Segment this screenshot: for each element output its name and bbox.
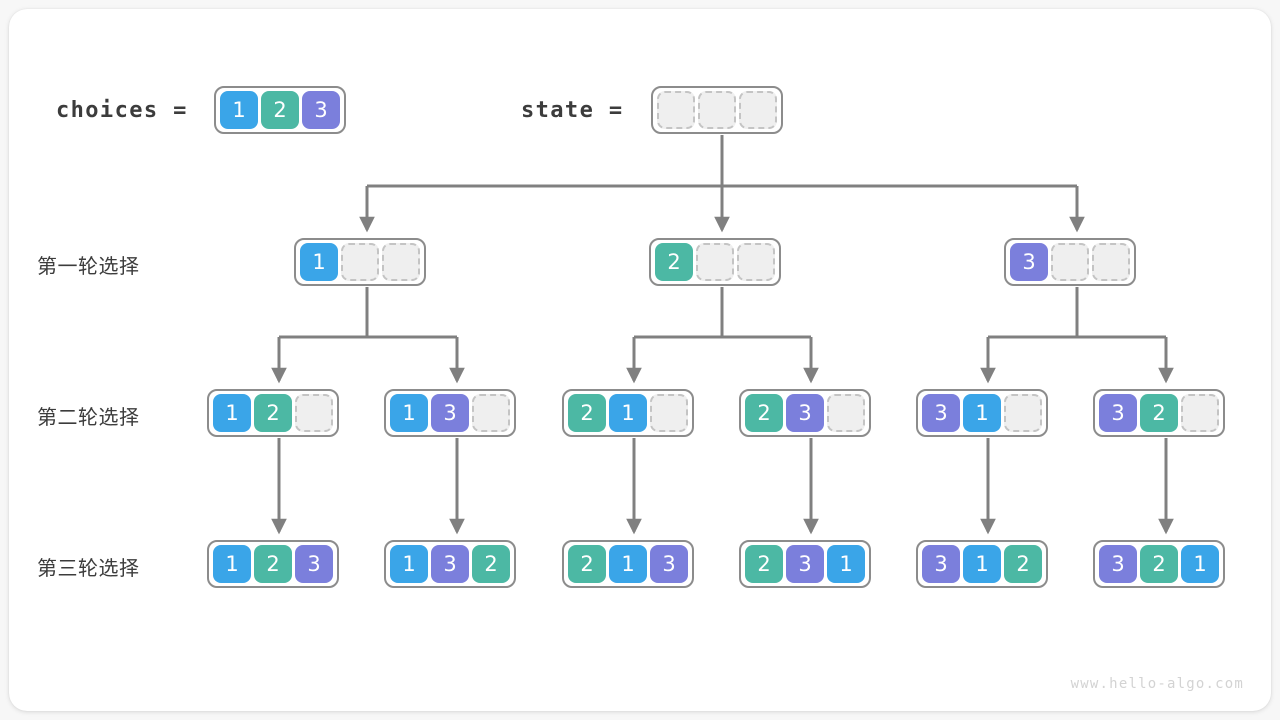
node-r3-5-cell-0: 3 <box>922 545 960 583</box>
node-r2-4-cell-0: 2 <box>745 394 783 432</box>
watermark: www.hello-algo.com <box>1070 676 1244 692</box>
node-r2-2-cell-0: 1 <box>390 394 428 432</box>
node-r2-3-cell-1: 1 <box>609 394 647 432</box>
node-r1-3-cell-1-empty <box>1051 243 1089 281</box>
choices-cell-0: 1 <box>220 91 258 129</box>
figure-card <box>9 9 1271 711</box>
node-r1-1-cell-2-empty <box>382 243 420 281</box>
node-r3-1-cell-1: 2 <box>254 545 292 583</box>
node-r3-4-cell-1: 3 <box>786 545 824 583</box>
choices-label: choices = <box>56 98 188 123</box>
node-r2-5-cell-2-empty <box>1004 394 1042 432</box>
state-label: state = <box>521 98 624 123</box>
row-title-round-2: 第二轮选择 <box>37 405 140 429</box>
node-r2-3-cell-2-empty <box>650 394 688 432</box>
node-r3-4-cell-2: 1 <box>827 545 865 583</box>
node-r2-6-cell-2-empty <box>1181 394 1219 432</box>
node-r2-3-cell-0: 2 <box>568 394 606 432</box>
node-r2-1-cell-1: 2 <box>254 394 292 432</box>
node-r1-2: 2 <box>649 238 781 286</box>
node-r2-4-cell-1: 3 <box>786 394 824 432</box>
node-r1-1-cell-1-empty <box>341 243 379 281</box>
row-title-round-1: 第一轮选择 <box>37 254 140 278</box>
node-r1-1-cell-0: 1 <box>300 243 338 281</box>
node-r3-3-cell-0: 2 <box>568 545 606 583</box>
node-r3-4-cell-0: 2 <box>745 545 783 583</box>
node-r3-1-cell-0: 1 <box>213 545 251 583</box>
node-r3-6-cell-1: 2 <box>1140 545 1178 583</box>
node-r3-3-cell-1: 1 <box>609 545 647 583</box>
state-cell-1-empty <box>698 91 736 129</box>
node-r3-2-cell-2: 2 <box>472 545 510 583</box>
node-r3-5-cell-2: 2 <box>1004 545 1042 583</box>
node-r2-6-cell-0: 3 <box>1099 394 1137 432</box>
choices-cell-1: 2 <box>261 91 299 129</box>
node-r3-1-cell-2: 3 <box>295 545 333 583</box>
node-r3-2-cell-0: 1 <box>390 545 428 583</box>
node-r1-3-cell-0: 3 <box>1010 243 1048 281</box>
node-r3-2-cell-1: 3 <box>431 545 469 583</box>
node-r3-5-cell-1: 1 <box>963 545 1001 583</box>
node-r2-6-cell-1: 2 <box>1140 394 1178 432</box>
node-r2-2-cell-2-empty <box>472 394 510 432</box>
node-r1-2-cell-1-empty <box>696 243 734 281</box>
node-r2-1-cell-2-empty <box>295 394 333 432</box>
state-cell-2-empty <box>739 91 777 129</box>
node-r2-1-cell-0: 1 <box>213 394 251 432</box>
node-r1-1: 1 <box>294 238 426 286</box>
node-r2-5-cell-0: 3 <box>922 394 960 432</box>
node-r2-5-cell-1: 1 <box>963 394 1001 432</box>
node-r3-3-cell-2: 3 <box>650 545 688 583</box>
node-r1-2-cell-0: 2 <box>655 243 693 281</box>
node-r1-3-cell-2-empty <box>1092 243 1130 281</box>
choices-cell-2: 3 <box>302 91 340 129</box>
node-r2-4-cell-2-empty <box>827 394 865 432</box>
row-title-round-3: 第三轮选择 <box>37 556 140 580</box>
node-r3-6-cell-2: 1 <box>1181 545 1219 583</box>
node-r2-2-cell-1: 3 <box>431 394 469 432</box>
node-r1-3: 3 <box>1004 238 1136 286</box>
state-cell-0-empty <box>657 91 695 129</box>
node-r3-6-cell-0: 3 <box>1099 545 1137 583</box>
state-array <box>651 86 783 134</box>
node-r1-2-cell-2-empty <box>737 243 775 281</box>
